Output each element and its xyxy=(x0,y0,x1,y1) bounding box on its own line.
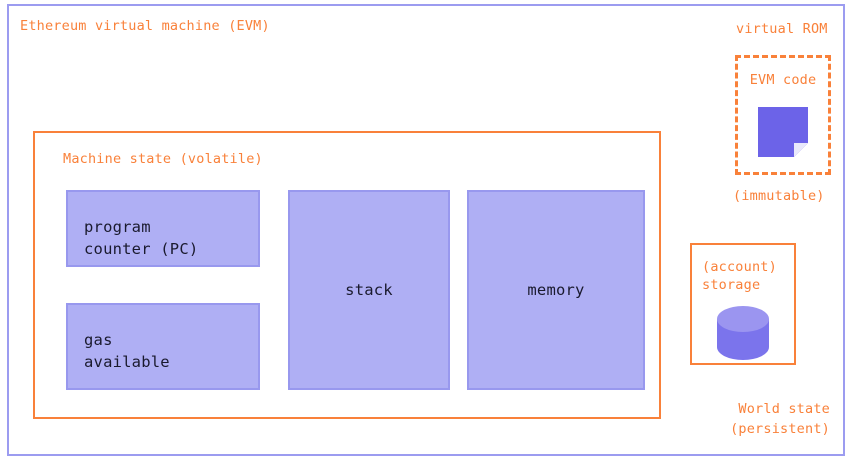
world-state-label: World state (persistent) xyxy=(730,401,830,437)
memory-box: memory xyxy=(467,190,645,390)
database-cylinder-icon xyxy=(717,306,769,360)
program-counter-box: program counter (PC) xyxy=(66,190,260,267)
account-storage-label: (account) storage xyxy=(702,259,777,294)
document-icon xyxy=(758,107,808,157)
evm-title: Ethereum virtual machine (EVM) xyxy=(20,18,270,34)
machine-state-title: Machine state (volatile) xyxy=(63,151,263,167)
evm-code-label: EVM code xyxy=(749,72,817,88)
virtual-rom-heading: virtual ROM xyxy=(736,21,828,37)
stack-box: stack xyxy=(288,190,450,390)
immutable-footnote: (immutable) xyxy=(733,188,825,204)
gas-available-box: gas available xyxy=(66,303,260,390)
